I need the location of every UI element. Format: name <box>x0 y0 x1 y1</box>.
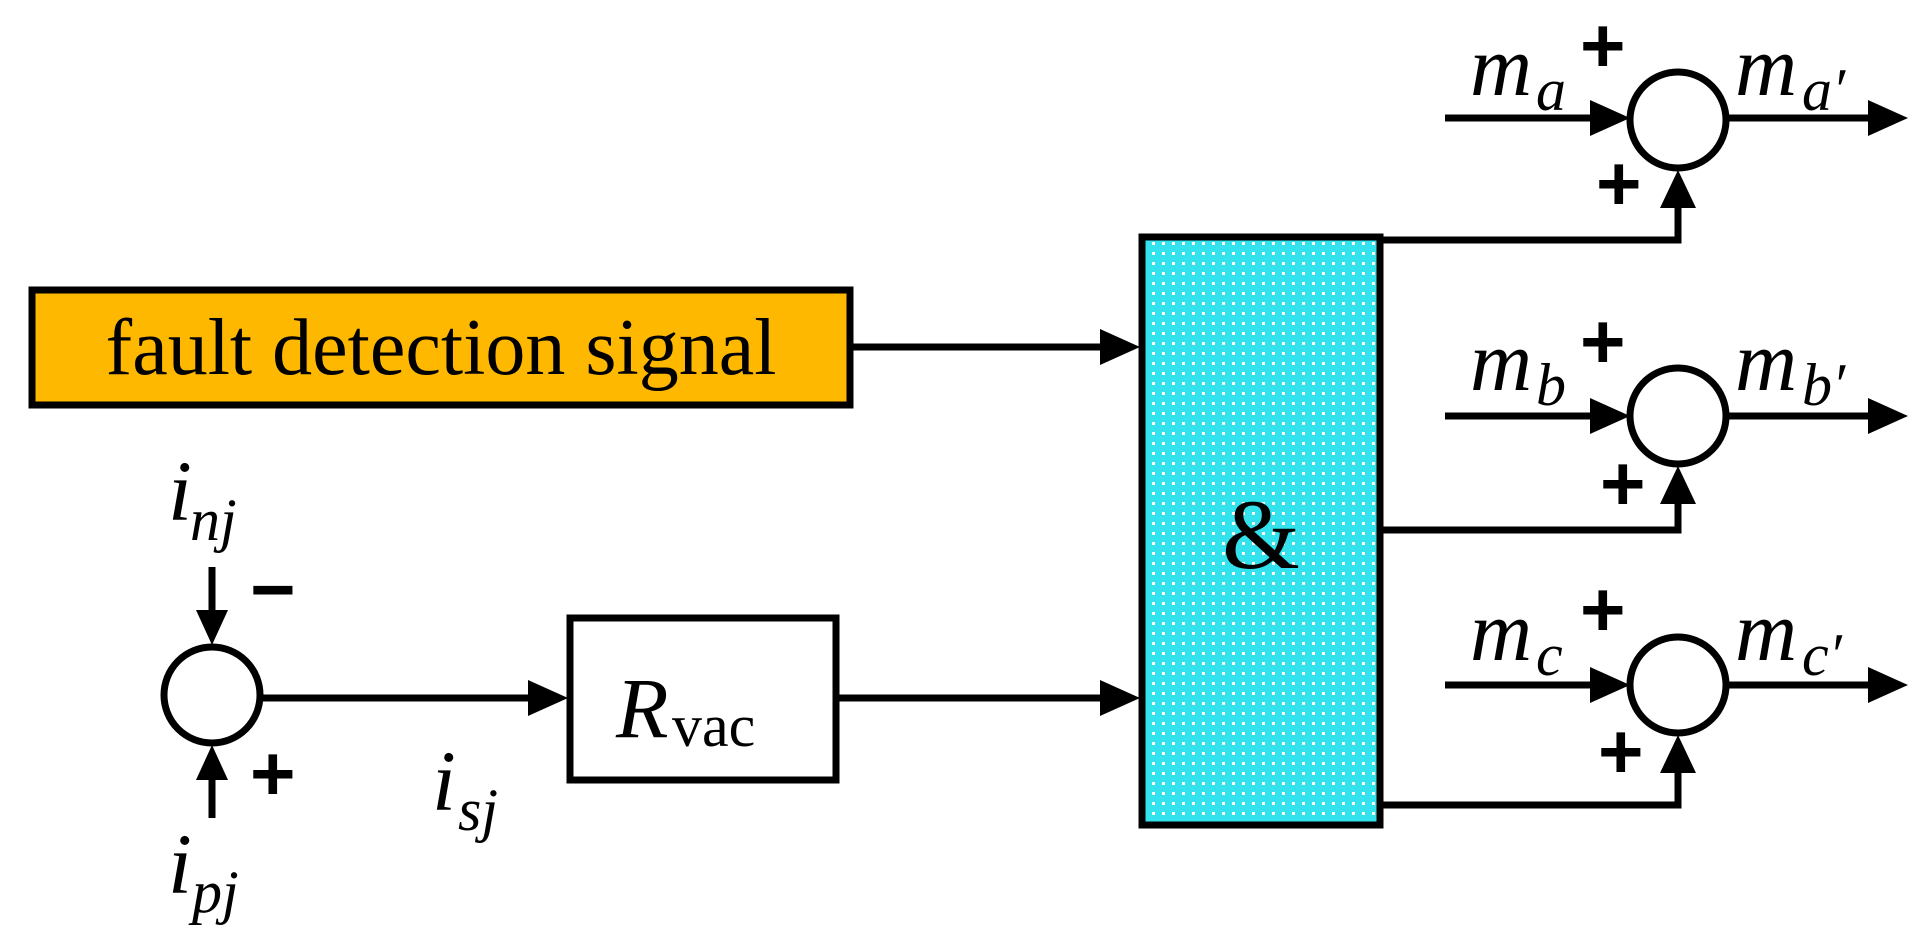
arrowhead <box>1590 398 1630 434</box>
plus-sign: + <box>1598 707 1644 795</box>
arrowhead <box>1868 667 1908 703</box>
label-mb: m b <box>1470 313 1566 418</box>
and-gate-box <box>1138 233 1384 829</box>
and-block: & <box>1138 233 1384 829</box>
svg-text:a′: a′ <box>1802 57 1846 123</box>
input-summer-circle <box>160 643 264 747</box>
svg-text:pj: pj <box>188 859 239 925</box>
rvac-to-and-wire <box>836 680 1140 716</box>
svg-text:m: m <box>1470 583 1532 679</box>
fault-detection-box <box>28 286 854 409</box>
svg-text:sj: sj <box>458 777 498 843</box>
arrowhead <box>1100 329 1140 365</box>
arrowhead <box>1660 735 1696 773</box>
fault-detection-block: fault detection signal <box>28 286 854 409</box>
isj-label: i sj <box>432 733 498 843</box>
svg-text:nj: nj <box>190 487 237 553</box>
minus-sign: − <box>250 545 296 633</box>
output-summer-b: m b + + m b′ <box>1380 297 1908 534</box>
svg-text:R: R <box>615 660 669 756</box>
arrowhead <box>1868 398 1908 434</box>
fault-to-and-wire <box>850 329 1140 365</box>
arrowhead <box>1868 100 1908 136</box>
plus-sign: + <box>1596 139 1642 227</box>
arrowhead <box>528 680 568 716</box>
arrowhead <box>196 610 228 645</box>
svg-text:i: i <box>432 733 456 829</box>
svg-text:i: i <box>168 443 192 539</box>
input-label-ipj: i pj <box>168 816 239 925</box>
arrowhead <box>1100 680 1140 716</box>
svg-text:m: m <box>1735 313 1797 409</box>
svg-text:m: m <box>1735 583 1797 679</box>
label-mc-prime: m c′ <box>1735 583 1843 688</box>
arrowhead <box>1660 170 1696 208</box>
rvac-box <box>566 614 840 784</box>
summer-to-rvac-wire: i sj <box>260 680 568 843</box>
input-label-inj: i nj <box>168 443 237 553</box>
svg-text:b: b <box>1536 352 1566 418</box>
label-mb-prime: m b′ <box>1735 313 1846 418</box>
svg-text:c′: c′ <box>1802 622 1843 688</box>
label-ma-prime: m a′ <box>1735 18 1846 123</box>
plus-sign: + <box>250 729 296 817</box>
label-ma: m a <box>1470 18 1566 123</box>
plus-sign: + <box>1600 439 1646 527</box>
output-summer-a: m a + + m a′ <box>1380 1 1908 244</box>
arrowhead <box>1590 100 1630 136</box>
svg-text:m: m <box>1470 313 1532 409</box>
svg-text:m: m <box>1735 18 1797 114</box>
plus-sign: + <box>1580 297 1626 385</box>
arrowhead <box>1660 466 1696 504</box>
svg-text:vac: vac <box>672 693 755 759</box>
svg-text:a: a <box>1536 57 1566 123</box>
fault-detection-label: fault detection signal <box>106 304 777 392</box>
output-summer-c: m c + + m c′ <box>1380 565 1908 809</box>
plus-sign: + <box>1580 1 1626 89</box>
svg-text:m: m <box>1470 18 1532 114</box>
summer-a-circle <box>1626 68 1730 172</box>
plus-sign: + <box>1580 565 1626 653</box>
svg-text:b′: b′ <box>1802 352 1846 418</box>
summer-c-circle <box>1626 633 1730 737</box>
label-mc: m c <box>1470 583 1563 688</box>
and-gate-label: & <box>1222 479 1300 590</box>
svg-text:c: c <box>1536 622 1563 688</box>
arrowhead <box>1590 667 1630 703</box>
rvac-block: R vac <box>566 614 840 784</box>
svg-text:i: i <box>168 816 192 912</box>
arrowhead <box>196 745 228 780</box>
input-summing-junction: i nj − i pj + <box>160 443 296 925</box>
